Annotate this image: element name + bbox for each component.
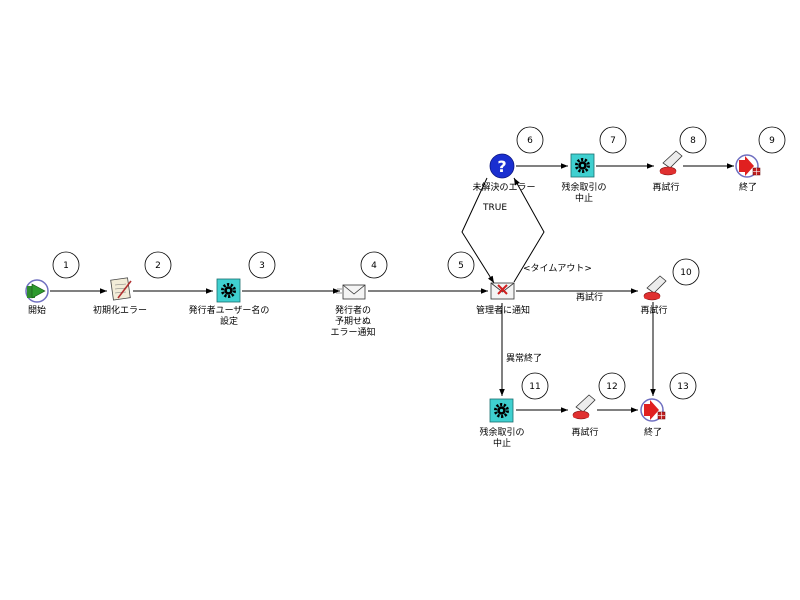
- retry-icon: [643, 275, 667, 301]
- node-number: 4: [371, 261, 377, 271]
- gear-icon: [570, 153, 595, 178]
- edge-label-true: TRUE: [482, 203, 507, 213]
- envelope-icon: [336, 284, 366, 300]
- node-end-top[interactable]: 9 終了: [735, 126, 786, 193]
- node-label: 残余取引の: [561, 181, 606, 193]
- node-label: 再試行: [571, 426, 598, 438]
- node-number: 2: [155, 261, 161, 271]
- end-icon: [735, 154, 761, 178]
- node-number: 9: [769, 136, 775, 146]
- node-label: 管理者に通知: [476, 304, 530, 316]
- node-number: 10: [680, 268, 692, 278]
- node-label: 中止: [575, 192, 593, 204]
- notepad-icon: [110, 277, 132, 301]
- node-notify-admin[interactable]: 5 管理者に通知: [447, 251, 530, 316]
- retry-icon: [572, 394, 596, 420]
- edge-notify-admin-to-unresolved-error: [513, 177, 545, 283]
- node-retry-mid[interactable]: 10 再試行: [640, 258, 700, 316]
- node-number: 6: [527, 136, 533, 146]
- node-set-username[interactable]: 3 発行者ユーザー名の 設定: [189, 251, 276, 327]
- node-number: 8: [690, 136, 696, 146]
- envelope-x-icon: [490, 282, 515, 300]
- node-init-error[interactable]: 2 初期化エラー: [93, 251, 172, 316]
- edge-label-timeout: <タイムアウト>: [523, 263, 592, 274]
- node-label: 予期せぬ: [335, 316, 371, 327]
- node-number: 7: [610, 136, 616, 146]
- edge-label-abnormal-end: 異常終了: [506, 352, 542, 364]
- node-label: 初期化エラー: [93, 304, 147, 316]
- end-icon: [640, 398, 666, 422]
- node-label: 発行者ユーザー名の: [189, 304, 270, 316]
- gear-icon: [489, 398, 514, 423]
- node-label: 終了: [644, 426, 662, 438]
- node-label: 残余取引の: [479, 426, 524, 438]
- node-start[interactable]: 1 開始: [25, 251, 80, 316]
- node-number: 1: [63, 261, 69, 271]
- question-icon: ?: [489, 153, 515, 179]
- node-label: 中止: [493, 437, 511, 449]
- node-label: 設定: [220, 315, 238, 327]
- node-label: 終了: [739, 181, 757, 193]
- node-label: 発行者の: [335, 304, 371, 316]
- node-number: 11: [529, 382, 540, 392]
- node-number: 12: [606, 382, 617, 392]
- node-label: エラー通知: [330, 326, 375, 338]
- edge-labels: TRUE <タイムアウト> 再試行 異常終了: [482, 203, 603, 364]
- node-label: 開始: [28, 304, 46, 316]
- edge-label-retry: 再試行: [576, 291, 603, 303]
- node-end-bottom[interactable]: 13 終了: [640, 372, 697, 438]
- edges: [50, 163, 734, 413]
- node-retry-bottom[interactable]: 12 再試行: [571, 372, 626, 438]
- svg-text:?: ?: [497, 157, 506, 176]
- edge-unresolved-error-to-notify-admin: [461, 177, 495, 284]
- gear-icon: [216, 278, 241, 303]
- retry-icon: [659, 150, 683, 176]
- node-number: 5: [458, 261, 464, 271]
- start-icon: [25, 279, 49, 303]
- node-number: 13: [677, 382, 688, 392]
- node-abort-remaining-top[interactable]: 7 残余取引の 中止: [561, 126, 627, 204]
- node-label: 再試行: [652, 181, 679, 193]
- node-notify-unexpected[interactable]: 4 発行者の 予期せぬ エラー通知: [330, 251, 388, 338]
- node-abort-remaining-bottom[interactable]: 11 残余取引の 中止: [479, 372, 549, 449]
- node-retry-top[interactable]: 8 再試行: [652, 126, 707, 193]
- node-label: 再試行: [640, 304, 667, 316]
- node-number: 3: [259, 261, 265, 271]
- node-unresolved-error[interactable]: 6 ? 未解決のエラー: [472, 126, 544, 193]
- node-label: 未解決のエラー: [472, 181, 535, 193]
